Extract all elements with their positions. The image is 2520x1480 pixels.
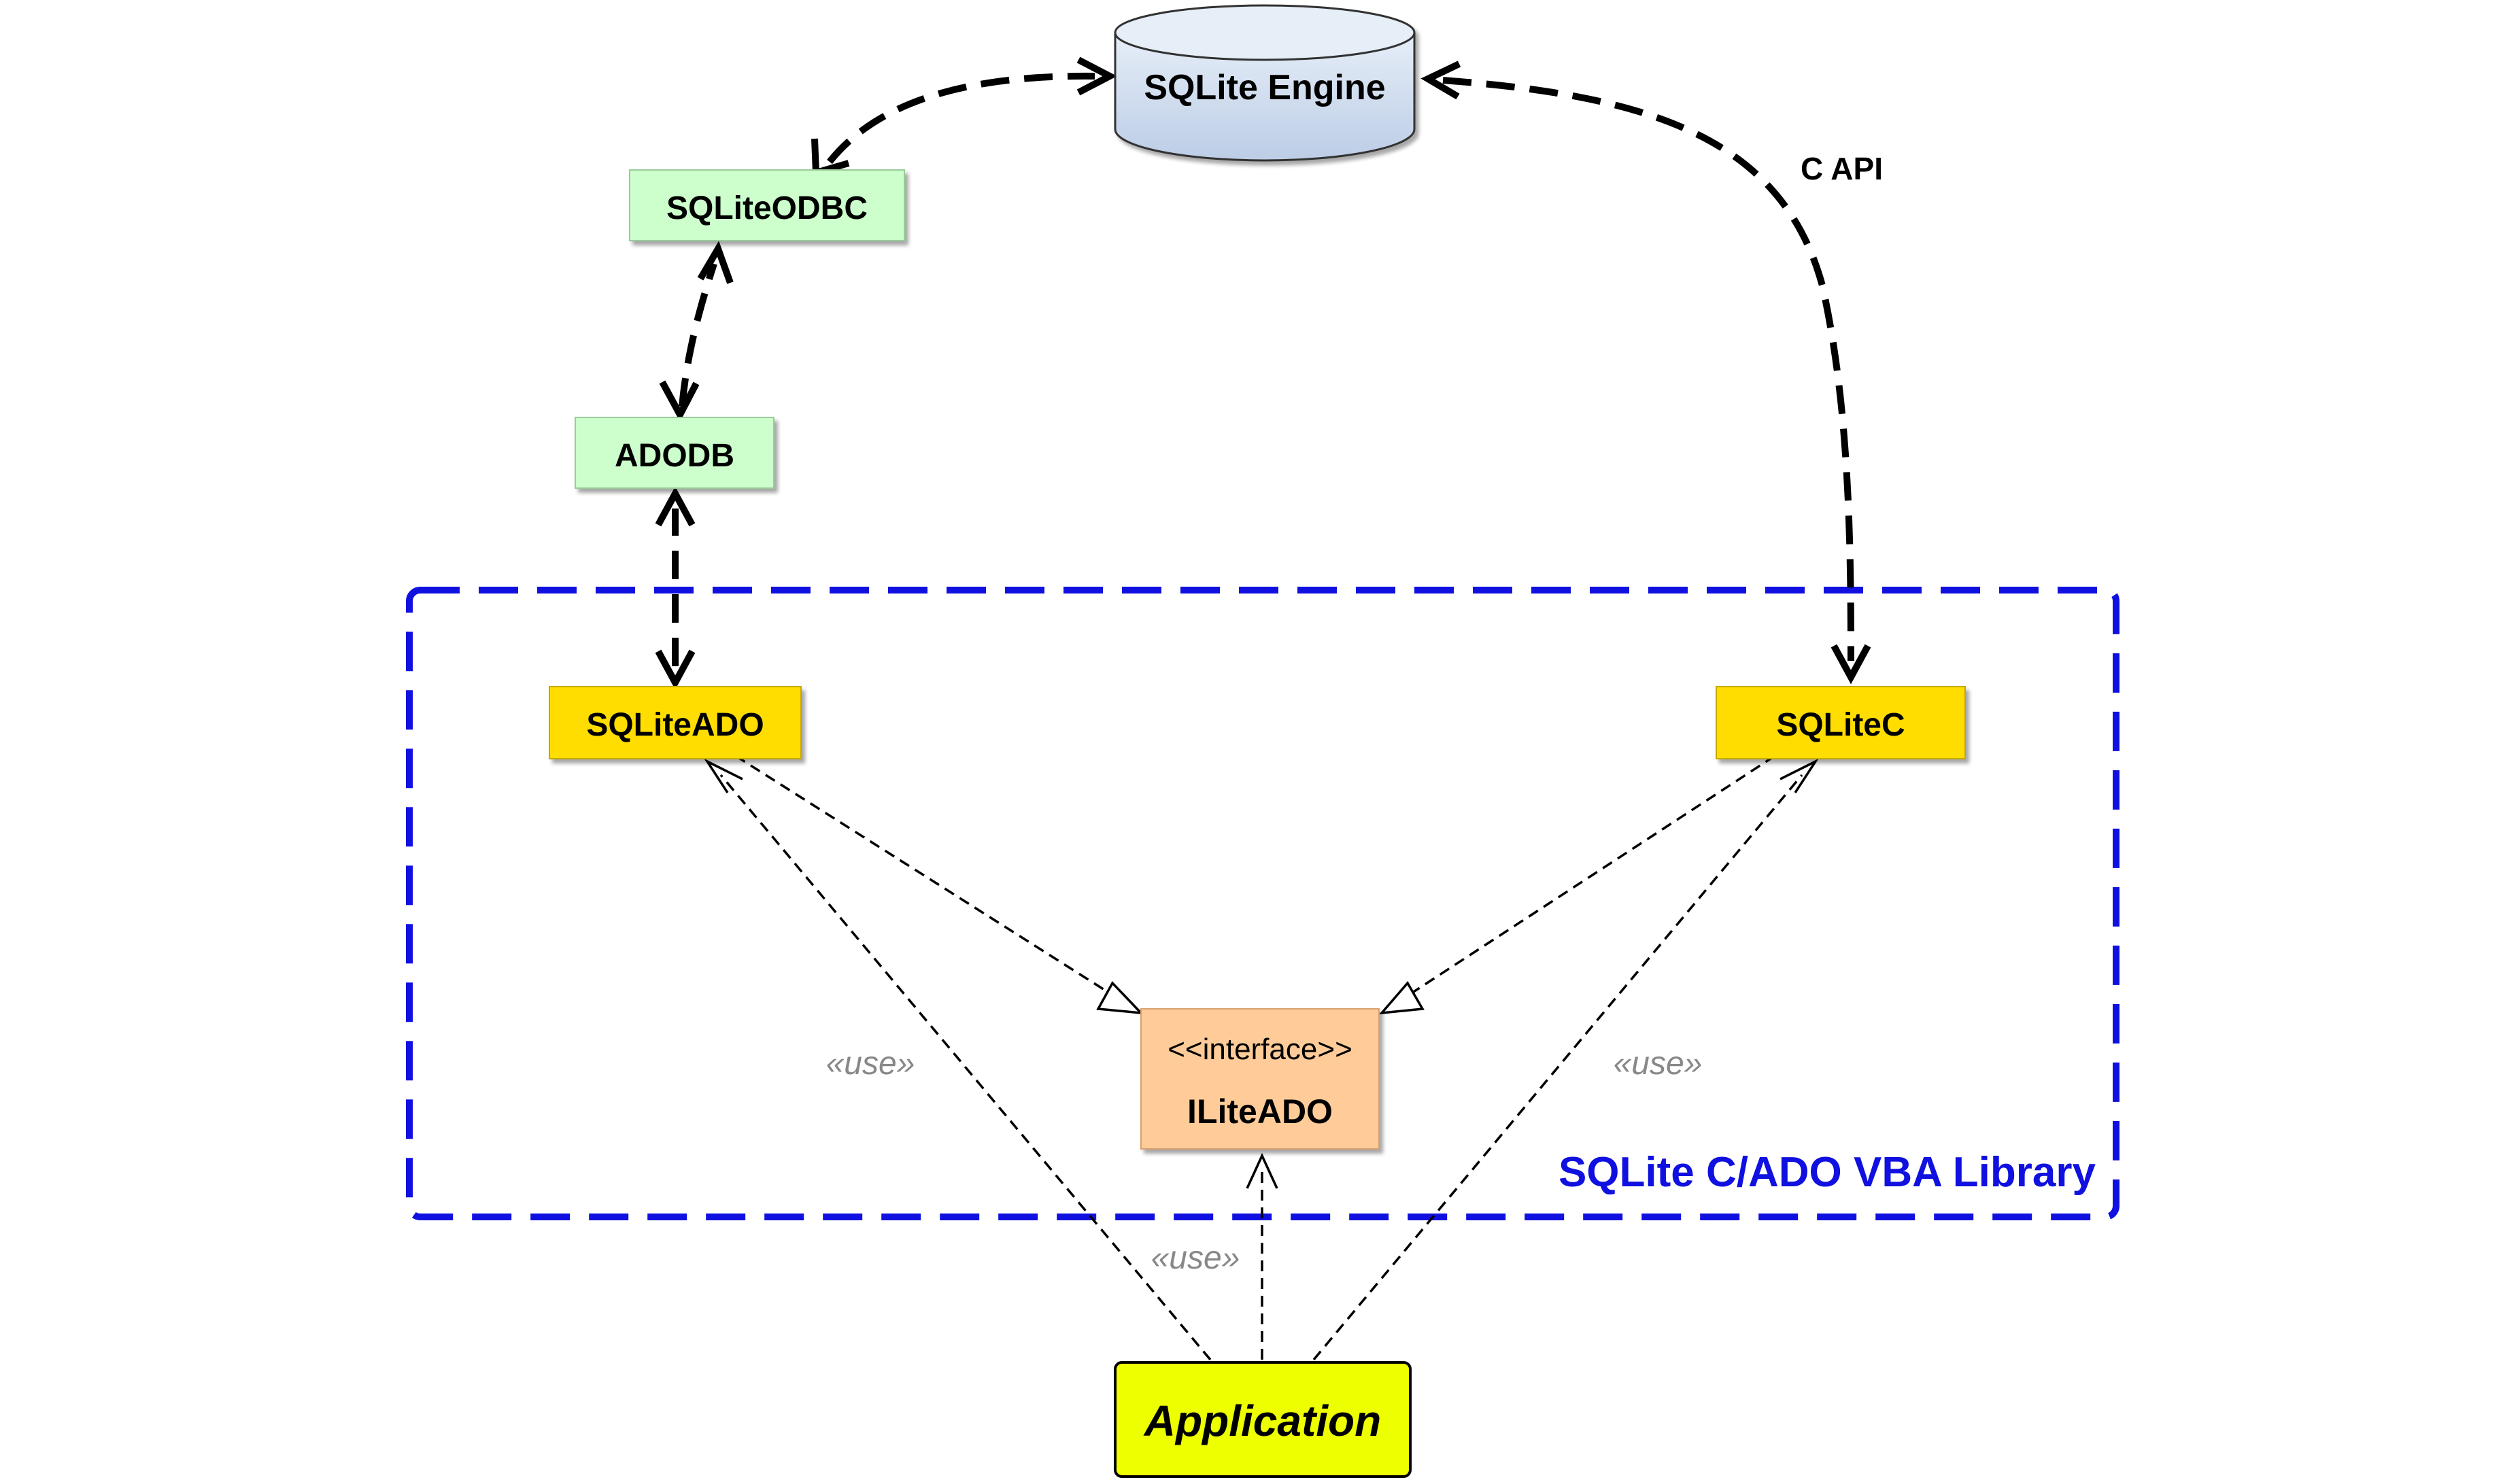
c-api-label: C API <box>1801 151 1883 186</box>
sqlitec-label: SQLiteC <box>1776 707 1905 743</box>
odbc-engine-connector <box>827 72 1095 165</box>
sqliteado-realizes-interface <box>735 755 1116 998</box>
iliteado-stereotype: <<interface>> <box>1168 1033 1352 1066</box>
realization-head-right <box>1378 980 1425 1015</box>
engine-sqlitec-connector <box>1442 77 1854 661</box>
sqlite-engine-node <box>1114 4 1416 162</box>
adodb-odbc-connector <box>679 262 717 407</box>
sqlitec-node <box>1716 686 1966 759</box>
arrowhead-odbc-bottom <box>697 241 734 284</box>
sqlite-engine-label: SQLite Engine <box>1144 68 1385 107</box>
application-uses-sqliteado <box>719 774 1212 1361</box>
use-head-interface <box>1246 1152 1278 1189</box>
application-label: Application <box>1143 1396 1381 1445</box>
iliteado-node <box>1140 1008 1380 1150</box>
use-label-right: «use» <box>1614 1046 1703 1082</box>
arrowhead-sqlitec-top <box>1831 644 1871 685</box>
library-package-label: SQLite C/ADO VBA Library <box>1559 1149 2096 1196</box>
use-label-center: «use» <box>1151 1240 1240 1276</box>
use-label-left: «use» <box>826 1046 915 1082</box>
sqliteado-label: SQLiteADO <box>586 707 764 743</box>
sqliteodbc-label: SQLiteODBC <box>666 190 868 226</box>
adodb-label: ADODB <box>615 438 734 474</box>
arrowhead-engine-left <box>1076 56 1117 96</box>
arrowhead-engine-right <box>1420 61 1461 100</box>
arrowhead-sqliteado-top <box>655 649 696 690</box>
sqliteado-node <box>549 686 802 759</box>
iliteado-label: ILiteADO <box>1187 1092 1333 1131</box>
application-node <box>1114 1361 1412 1478</box>
arrowhead-adodb-top <box>659 380 700 422</box>
arrowhead-adodb-bottom <box>655 486 696 527</box>
sqlitec-realizes-interface <box>1406 755 1775 998</box>
use-head-sqlitec <box>1780 758 1819 793</box>
use-head-sqliteado <box>704 758 743 793</box>
realization-head-left <box>1096 981 1144 1015</box>
application-uses-sqlitec <box>1312 774 1803 1361</box>
sqliteodbc-node <box>629 169 905 241</box>
adodb-node <box>575 417 774 489</box>
